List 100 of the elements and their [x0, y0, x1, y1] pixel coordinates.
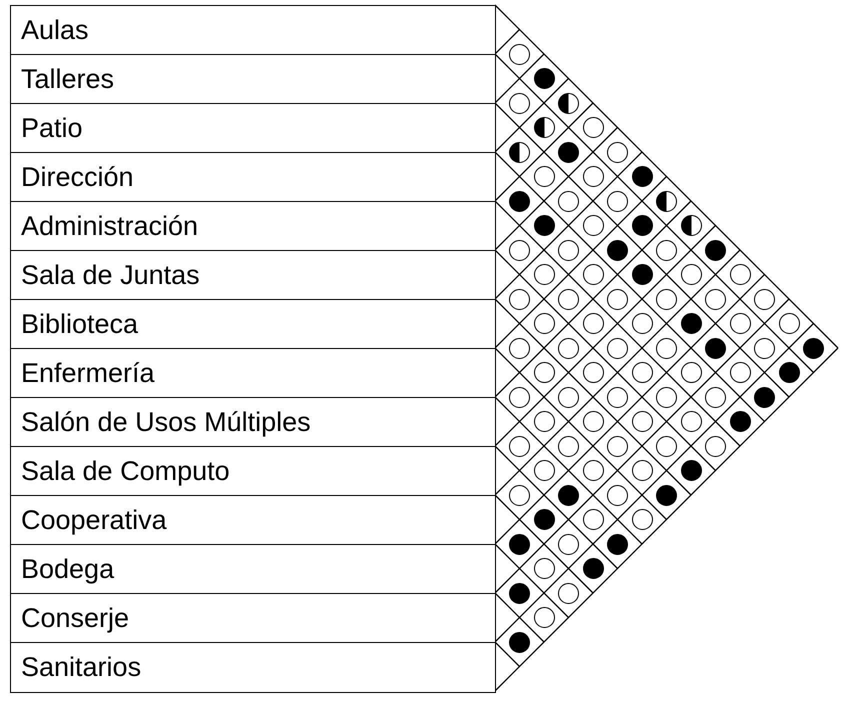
open-circle-symbol [656, 338, 677, 358]
filled-circle-symbol [778, 362, 800, 383]
row-label: Talleres [10, 54, 496, 104]
open-circle-symbol [558, 436, 579, 456]
open-circle-symbol [558, 338, 579, 358]
row-label: Sanitarios [10, 642, 496, 692]
open-circle-symbol [558, 240, 579, 260]
half-filled-circle-symbol [558, 92, 579, 114]
open-circle-symbol [558, 582, 579, 604]
open-circle-symbol [558, 534, 579, 554]
open-circle-symbol [582, 313, 604, 334]
open-circle-symbol [509, 44, 530, 64]
half-filled-circle-symbol [534, 117, 554, 138]
open-circle-symbol [632, 313, 652, 334]
filled-circle-symbol [705, 240, 726, 260]
open-circle-symbol [558, 386, 579, 408]
filled-circle-symbol [705, 338, 726, 358]
open-circle-symbol [509, 240, 530, 260]
open-circle-symbol [656, 386, 677, 408]
row-label: Administración [10, 201, 496, 252]
open-circle-symbol [730, 313, 750, 334]
open-circle-symbol [754, 338, 775, 358]
open-circle-symbol [558, 190, 579, 212]
open-circle-symbol [680, 411, 702, 432]
filled-circle-symbol [534, 509, 554, 530]
row-label: Cooperativa [10, 495, 496, 546]
open-circle-symbol [509, 436, 530, 456]
open-circle-symbol [582, 117, 604, 138]
open-circle-symbol [534, 362, 554, 383]
open-circle-symbol [607, 386, 628, 408]
filled-circle-symbol [558, 142, 579, 162]
open-circle-symbol [534, 411, 554, 432]
open-circle-symbol [582, 509, 604, 530]
row-label: Aulas [10, 5, 496, 56]
filled-circle-symbol [607, 240, 628, 260]
open-circle-symbol [705, 386, 726, 408]
open-circle-symbol [680, 362, 702, 383]
open-circle-symbol [656, 240, 677, 260]
open-circle-symbol [730, 264, 750, 285]
row-label: Bodega [10, 544, 496, 594]
open-circle-symbol [509, 288, 530, 310]
filled-circle-symbol [509, 632, 530, 652]
half-filled-circle-symbol [656, 190, 677, 212]
open-circle-symbol [778, 313, 800, 334]
filled-circle-symbol [730, 411, 750, 432]
open-circle-symbol [656, 436, 677, 456]
open-circle-symbol [607, 190, 628, 212]
open-circle-symbol [705, 436, 726, 456]
open-circle-symbol [582, 264, 604, 285]
filled-circle-symbol [803, 338, 824, 358]
half-filled-circle-symbol [680, 215, 702, 236]
filled-circle-symbol [680, 460, 702, 481]
open-circle-symbol [582, 166, 604, 187]
row-label: Salón de Usos Múltiples [10, 397, 496, 448]
filled-circle-symbol [509, 190, 530, 212]
filled-circle-symbol [509, 582, 530, 604]
filled-circle-symbol [607, 534, 628, 554]
row-label: Sala de Computo [10, 446, 496, 496]
row-label: Biblioteca [10, 299, 496, 350]
filled-circle-symbol [632, 264, 652, 285]
filled-circle-symbol [534, 215, 554, 236]
filled-circle-symbol [754, 386, 775, 408]
open-circle-symbol [534, 313, 554, 334]
filled-circle-symbol [582, 558, 604, 579]
filled-circle-symbol [534, 68, 554, 89]
open-circle-symbol [680, 264, 702, 285]
open-circle-symbol [607, 288, 628, 310]
open-circle-symbol [558, 288, 579, 310]
open-circle-symbol [632, 460, 652, 481]
filled-circle-symbol [656, 484, 677, 506]
open-circle-symbol [730, 362, 750, 383]
open-circle-symbol [582, 362, 604, 383]
open-circle-symbol [534, 460, 554, 481]
open-circle-symbol [534, 607, 554, 628]
open-circle-symbol [607, 338, 628, 358]
half-filled-circle-symbol [509, 142, 530, 162]
open-circle-symbol [632, 411, 652, 432]
row-label: Patio [10, 103, 496, 154]
row-label: Conserje [10, 593, 496, 644]
open-circle-symbol [582, 460, 604, 481]
open-circle-symbol [582, 411, 604, 432]
filled-circle-symbol [632, 215, 652, 236]
filled-circle-symbol [632, 166, 652, 187]
open-circle-symbol [534, 558, 554, 579]
open-circle-symbol [509, 386, 530, 408]
open-circle-symbol [607, 484, 628, 506]
filled-circle-symbol [680, 313, 702, 334]
open-circle-symbol [656, 288, 677, 310]
open-circle-symbol [705, 288, 726, 310]
filled-circle-symbol [509, 534, 530, 554]
open-circle-symbol [632, 362, 652, 383]
open-circle-symbol [534, 264, 554, 285]
open-circle-symbol [534, 166, 554, 187]
open-circle-symbol [754, 288, 775, 310]
row-label: Enfermería [10, 348, 496, 398]
open-circle-symbol [582, 215, 604, 236]
open-circle-symbol [509, 338, 530, 358]
open-circle-symbol [607, 436, 628, 456]
open-circle-symbol [607, 142, 628, 162]
row-label: Dirección [10, 152, 496, 202]
